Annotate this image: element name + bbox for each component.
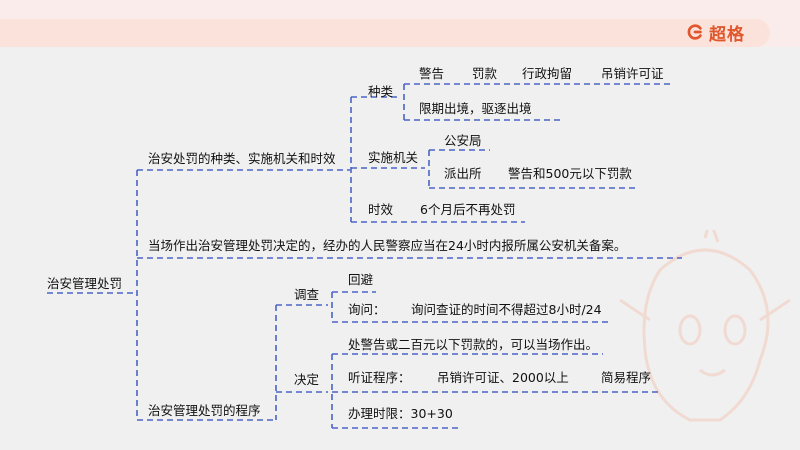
mascot-watermark-icon [619,230,791,422]
organs-label: 实施机关 [368,150,419,165]
kinds-label: 种类 [368,84,394,99]
brand-logo: 超格 [686,18,745,46]
investigate-inquiry-label: 询问： [348,302,386,317]
kind-item-warning: 警告 [419,66,445,81]
kind-item-fine: 罚款 [472,66,498,81]
investigate-recusal: 回避 [348,272,374,287]
decide-label: 决定 [294,372,320,387]
branch1-title: 治安处罚的种类、实施机关和时效 [148,151,336,166]
organ-police-station-note: 警告和500元以下罚款 [508,166,632,181]
top-bar-band [0,19,770,47]
top-bar: 超格 [0,0,800,47]
branch2-text: 当场作出治安管理处罚决定的，经办的人民警察应当在24小时内报所属公安机关备案。 [148,238,627,253]
limit-label: 时效 [368,202,394,217]
organ-police-station: 派出所 [444,166,482,181]
hearing-note: 简易程序 [601,370,652,385]
organ-public-security-bureau: 公安局 [444,133,482,148]
brand-logo-icon [687,24,702,40]
brand-name: 超格 [709,24,745,45]
branch3-title: 治安管理处罚的程序 [148,403,261,418]
limit-text: 6个月后不再处罚 [420,202,516,217]
kind-item-deport: 限期出境，驱逐出境 [419,101,532,116]
kind-item-detention: 行政拘留 [522,66,573,81]
hearing-text: 吊销许可证、2000以上 [437,370,569,385]
investigate-label: 调查 [294,287,320,302]
hearing-label: 听证程序： [348,370,411,385]
decide-period: 办理时限：30+30 [348,406,453,421]
root-node: 治安管理处罚 [47,276,123,291]
investigate-inquiry-text: 询问查证的时间不得超过8小时/24 [411,302,602,317]
decide-onsite: 处警告或二百元以下罚款的，可以当场作出。 [348,337,599,352]
kind-item-revoke: 吊销许可证 [601,66,664,81]
